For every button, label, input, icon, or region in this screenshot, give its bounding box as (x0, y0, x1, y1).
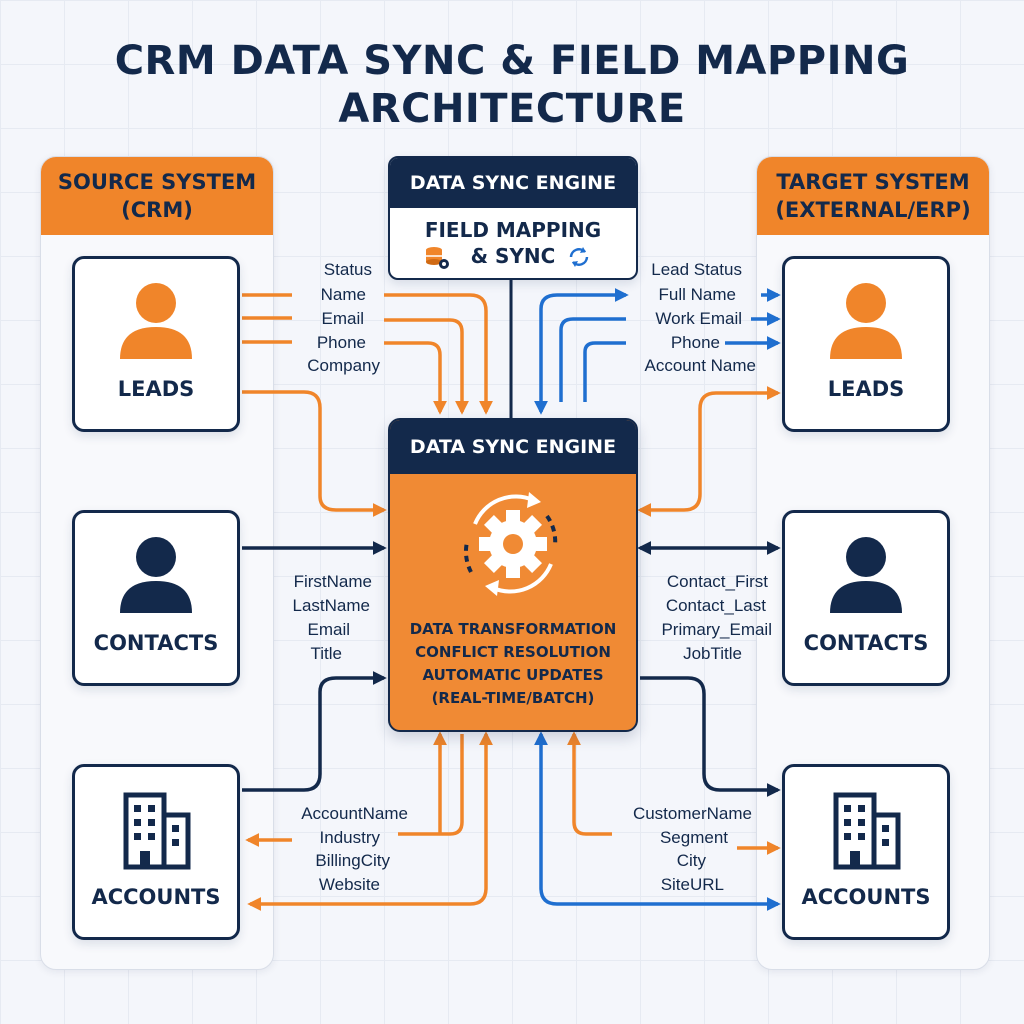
field-label: Phone (316, 333, 366, 352)
title-line-1: CRM DATA SYNC & FIELD MAPPING (114, 38, 910, 84)
field-label: Contact_First (666, 572, 768, 591)
field-label: Name (320, 285, 366, 304)
field-label: AccountName (301, 804, 408, 823)
field-label: Primary_Email (661, 620, 772, 639)
source-leads-card: LEADS (72, 256, 240, 432)
engine-feature-2: CONFLICT RESOLUTION (415, 643, 611, 661)
top-engine-line-1: FIELD MAPPING (424, 218, 602, 242)
field-label: Work Email (655, 309, 742, 328)
top-sync-engine-box: DATA SYNC ENGINE FIELD MAPPING & SYNC (388, 156, 638, 280)
field-label: JobTitle (683, 644, 742, 663)
field-label: Title (310, 644, 343, 663)
gear-sync-icon (463, 492, 558, 596)
field-label: Email (307, 620, 350, 639)
field-label: Industry (319, 828, 380, 847)
person-icon (120, 537, 192, 613)
person-icon (120, 283, 192, 359)
field-label: BillingCity (315, 851, 390, 870)
building-icon (833, 792, 901, 870)
field-label: Account Name (644, 356, 757, 375)
sync-icon (569, 247, 589, 267)
source-accounts-label: ACCOUNTS (91, 885, 221, 909)
source-contacts-label: CONTACTS (93, 631, 219, 655)
source-accounts-card: ACCOUNTS (72, 764, 240, 940)
title-line-2: ARCHITECTURE (338, 86, 686, 132)
main-engine-header: DATA SYNC ENGINE (390, 420, 636, 474)
top-engine-header: DATA SYNC ENGINE (390, 158, 636, 208)
source-system-header: SOURCE SYSTEM (CRM) (41, 157, 273, 235)
field-label: Lead Status (651, 260, 742, 279)
target-header-line-1: TARGET SYSTEM (776, 170, 970, 194)
database-icon (426, 247, 449, 269)
field-label: Company (307, 356, 380, 375)
field-label: Status (323, 260, 372, 279)
source-header-line-2: (CRM) (121, 198, 193, 222)
field-label: Full Name (658, 285, 736, 304)
person-icon (830, 283, 902, 359)
field-label: FirstName (293, 572, 372, 591)
top-engine-line-2: & SYNC (470, 244, 556, 268)
field-label: Website (318, 875, 380, 894)
engine-feature-3: AUTOMATIC UPDATES (422, 666, 604, 684)
field-label: Email (321, 309, 364, 328)
field-label: SiteURL (660, 875, 724, 894)
person-icon (830, 537, 902, 613)
field-label: Segment (659, 828, 728, 847)
target-leads-label: LEADS (827, 377, 905, 401)
target-contacts-label: CONTACTS (803, 631, 929, 655)
field-label: CustomerName (632, 804, 752, 823)
building-icon (123, 792, 191, 870)
field-label: Contact_Last (665, 596, 766, 615)
target-contacts-card: CONTACTS (782, 510, 950, 686)
field-label: LastName (292, 596, 370, 615)
target-system-header: TARGET SYSTEM (EXTERNAL/ERP) (757, 157, 989, 235)
field-label: City (676, 851, 706, 870)
source-contacts-card: CONTACTS (72, 510, 240, 686)
engine-feature-4: (REAL-TIME/BATCH) (431, 689, 595, 707)
target-accounts-label: ACCOUNTS (801, 885, 931, 909)
main-sync-engine-box: DATA SYNC ENGINE DATA TRANSFORMATION CON… (388, 418, 638, 732)
engine-feature-1: DATA TRANSFORMATION (409, 620, 617, 638)
target-header-line-2: (EXTERNAL/ERP) (775, 198, 971, 222)
target-leads-card: LEADS (782, 256, 950, 432)
target-accounts-card: ACCOUNTS (782, 764, 950, 940)
source-header-line-1: SOURCE SYSTEM (57, 170, 257, 194)
source-leads-label: LEADS (117, 377, 195, 401)
field-label: Phone (670, 333, 720, 352)
